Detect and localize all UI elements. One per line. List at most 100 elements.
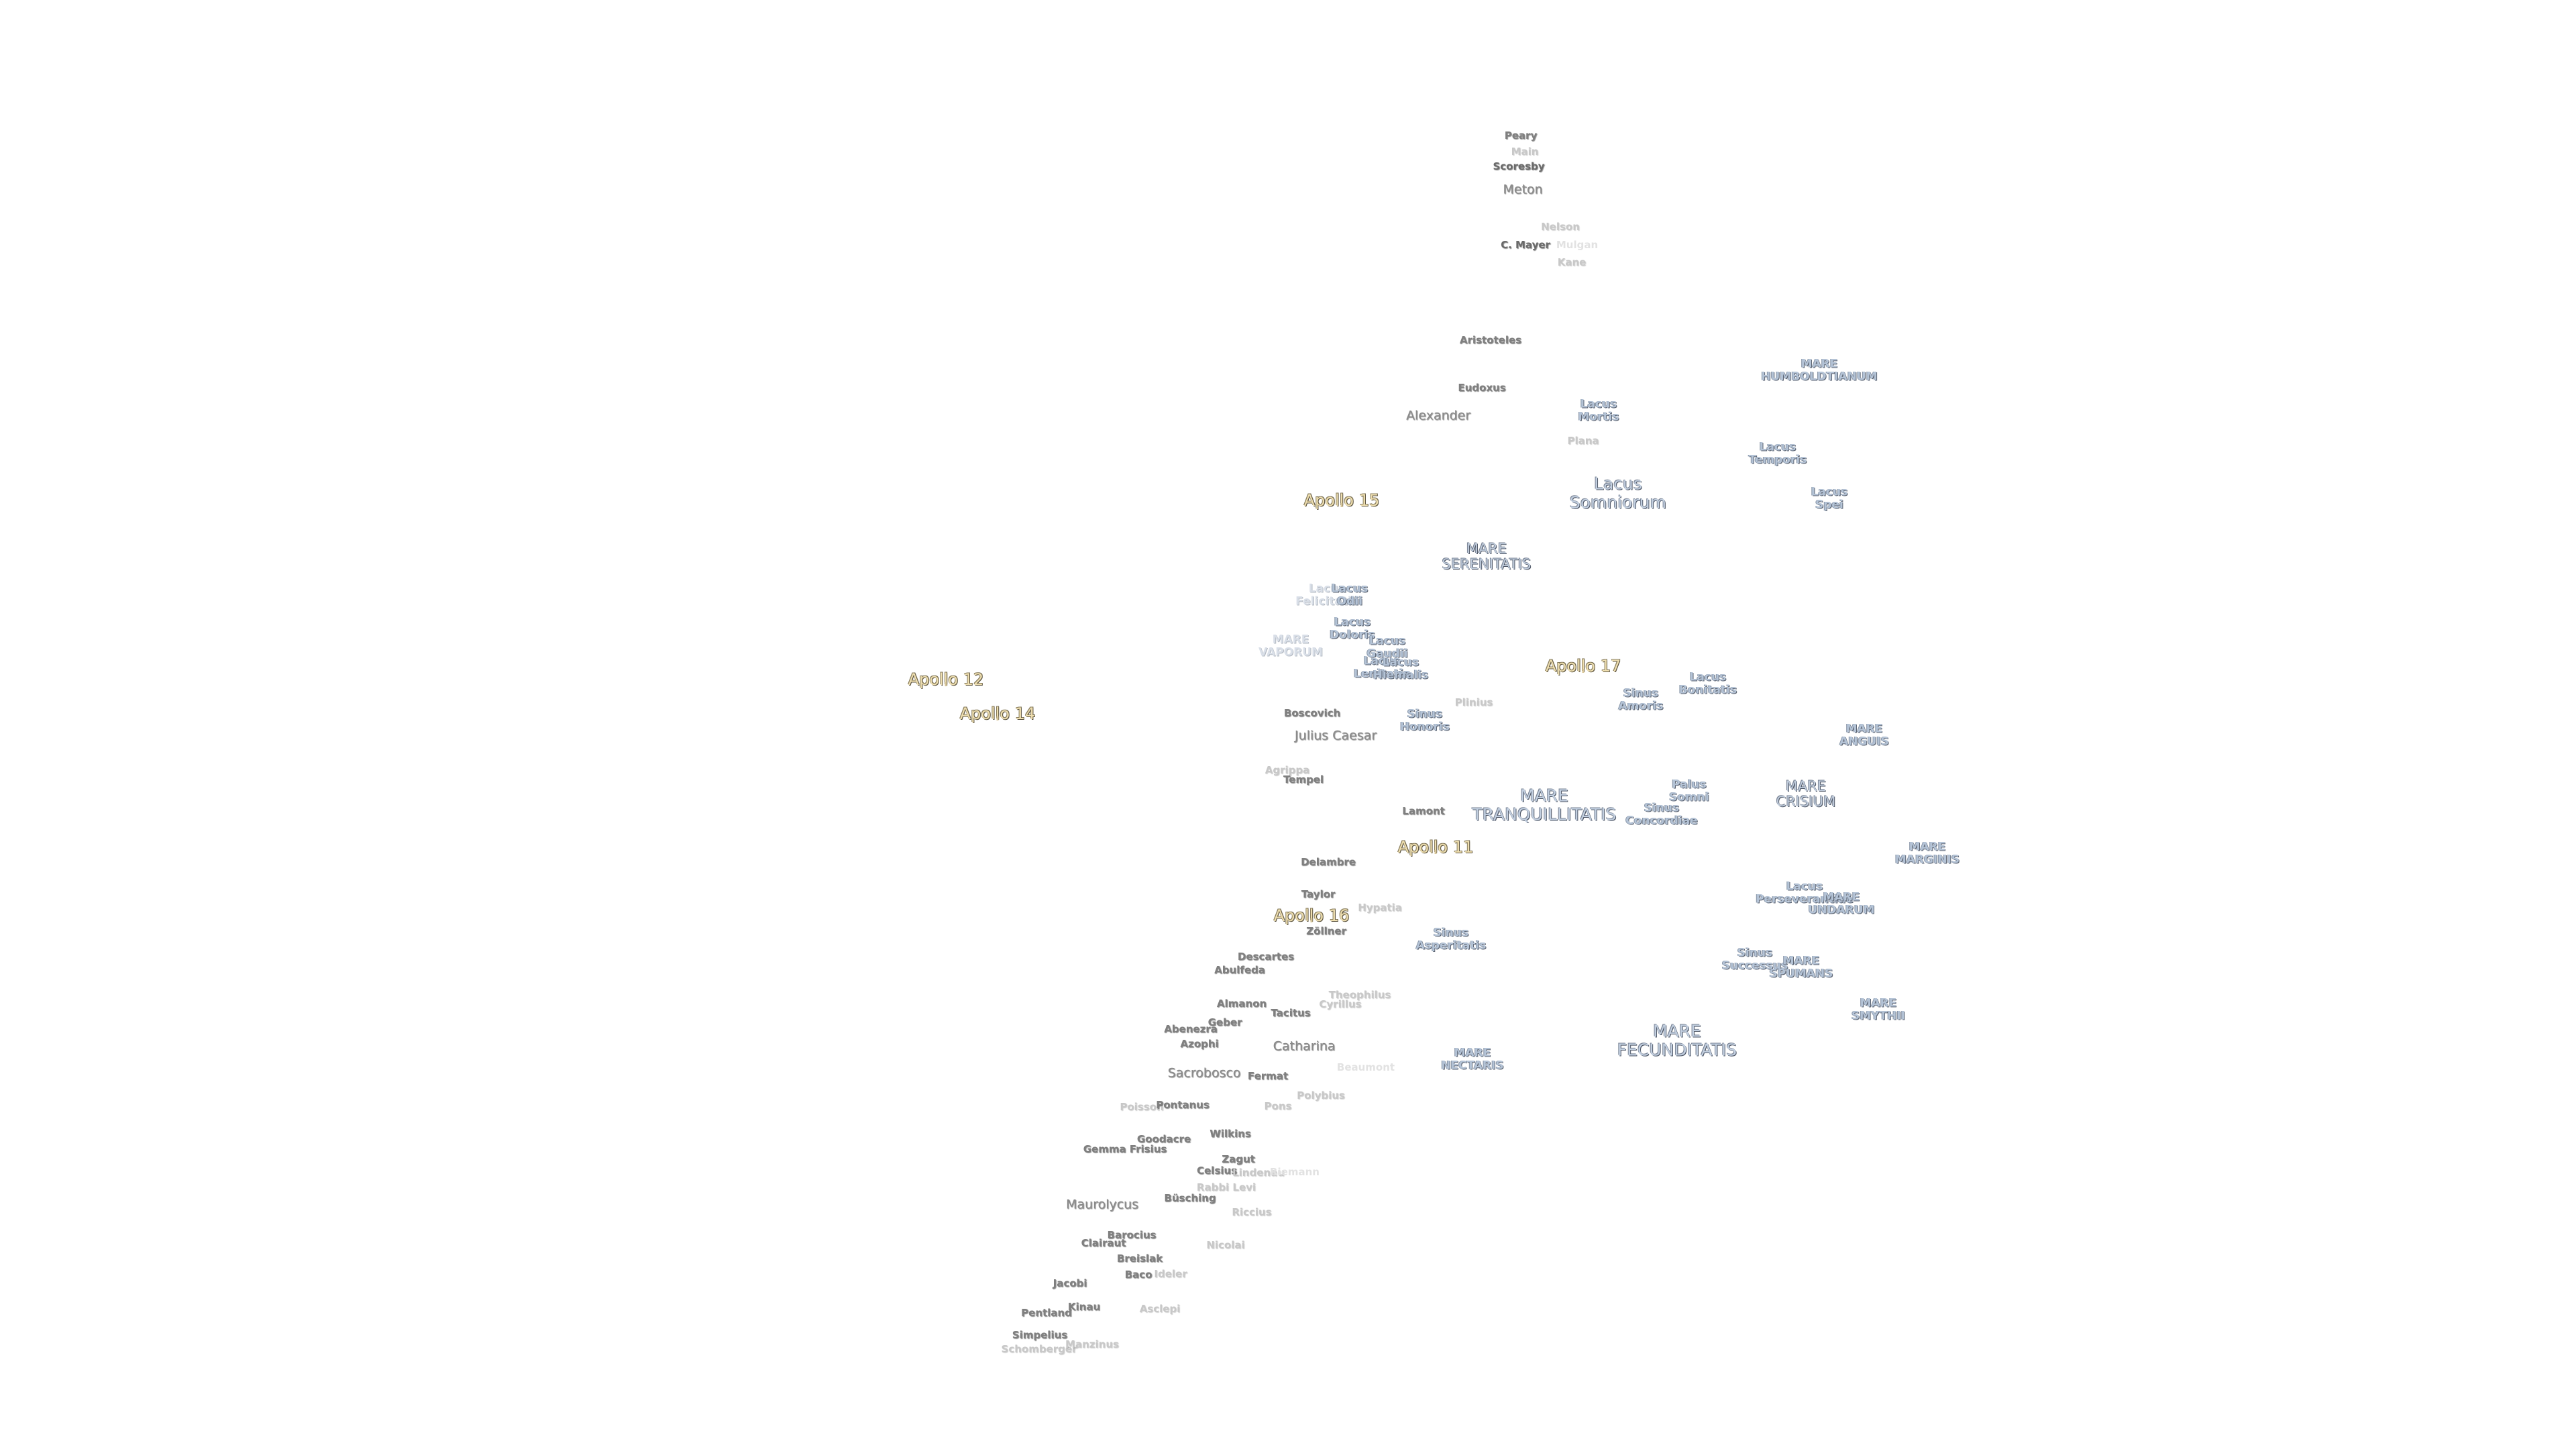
crater-label-manzinus: Manzinus bbox=[1065, 1338, 1119, 1350]
mare-label-mare-fecunditatis: MARE FECUNDITATIS bbox=[1617, 1021, 1737, 1059]
landing-site-marker bbox=[1434, 850, 1437, 854]
crater-label-agrippa: Agrippa bbox=[1265, 763, 1310, 776]
crater-label-rabbi-levi: Rabbi Levi bbox=[1196, 1181, 1256, 1193]
mare-label-lacus-mortis: Lacus Mortis bbox=[1578, 397, 1619, 423]
crater-label-julius-caesar: Julius Caesar bbox=[1294, 728, 1377, 743]
landing-site-marker bbox=[945, 682, 947, 686]
crater-label-taylor: Taylor bbox=[1301, 888, 1336, 900]
mare-label-mare-serenitatis: MARE SERENITATIS bbox=[1442, 540, 1532, 572]
mare-label-mare-spumans: MARE SPUMANS bbox=[1769, 954, 1833, 980]
crater-label-asclepi: Asclepi bbox=[1139, 1302, 1181, 1315]
crater-label-hypatia: Hypatia bbox=[1358, 901, 1402, 914]
crater-label-catharina: Catharina bbox=[1273, 1038, 1336, 1054]
crater-label-eudoxus: Eudoxus bbox=[1458, 381, 1506, 394]
mare-label-mare-crisium: MARE CRISIUM bbox=[1776, 777, 1836, 810]
crater-label-kane: Kane bbox=[1557, 256, 1587, 268]
crater-label-fermat: Fermat bbox=[1247, 1069, 1289, 1082]
apollo-label-apollo-12: Apollo 12 bbox=[908, 669, 984, 689]
mare-label-lacus-felicitatis: Lacus Felicitatis bbox=[1295, 582, 1358, 608]
crater-label-gemma-frisius: Gemma Frisius bbox=[1083, 1142, 1167, 1155]
crater-label-tacitus: Tacitus bbox=[1271, 1006, 1311, 1019]
crater-label-cyrillus: Cyrillus bbox=[1319, 998, 1362, 1010]
apollo-label-apollo-14: Apollo 14 bbox=[959, 704, 1036, 723]
crater-label-nicolai: Nicolai bbox=[1206, 1238, 1245, 1251]
crater-label-simpelius: Simpelius bbox=[1012, 1328, 1068, 1341]
crater-label-jacobi: Jacobi bbox=[1053, 1277, 1087, 1289]
mare-label-lacus-gaudii: Lacus Gaudii bbox=[1366, 634, 1408, 660]
mare-label-sinus-honoris: Sinus Honoris bbox=[1399, 707, 1450, 733]
mare-label-mare-undarum: MARE UNDARUM bbox=[1808, 890, 1875, 916]
crater-label-pentland: Pentland bbox=[1021, 1306, 1072, 1319]
mare-label-mare-nectaris: MARE NECTARIS bbox=[1441, 1046, 1504, 1072]
crater-label-plana: Plana bbox=[1567, 434, 1599, 447]
mare-label-lacus-lenitatis: Lacus Lenitatis bbox=[1354, 654, 1410, 680]
mare-label-mare-marginis: MARE MARGINIS bbox=[1894, 840, 1960, 866]
mare-label-sinus-amoris: Sinus Amoris bbox=[1618, 686, 1664, 712]
crater-label-breislak: Breislak bbox=[1116, 1252, 1163, 1265]
mare-label-mare-smythii: MARE SMYTHII bbox=[1851, 996, 1905, 1022]
crater-label-abulfeda: Abulfeda bbox=[1214, 963, 1265, 976]
crater-label-poisson: Poisson bbox=[1120, 1100, 1164, 1113]
crater-label-mulgan: Mulgan bbox=[1556, 238, 1599, 251]
crater-label-meton: Meton bbox=[1503, 182, 1543, 197]
crater-label-barocius: Barocius bbox=[1107, 1228, 1157, 1241]
crater-label-polybius: Polybius bbox=[1297, 1089, 1345, 1102]
mare-label-mare-anguis: MARE ANGUIS bbox=[1839, 722, 1889, 748]
landing-site-marker bbox=[996, 716, 999, 720]
crater-label-baco: Baco bbox=[1124, 1268, 1152, 1281]
crater-label-c-mayer: C. Mayer bbox=[1501, 238, 1550, 251]
crater-label-z-llner: Zöllner bbox=[1306, 924, 1346, 937]
mare-label-lacus-somniorum: Lacus Somniorum bbox=[1569, 474, 1667, 512]
crater-label-boscovich: Boscovich bbox=[1283, 706, 1341, 719]
mare-label-lacus-temporis: Lacus Temporis bbox=[1748, 440, 1807, 466]
crater-label-plinius: Plinius bbox=[1454, 696, 1493, 708]
crater-label-tempel: Tempel bbox=[1283, 773, 1324, 786]
landing-site-marker bbox=[1340, 503, 1343, 507]
crater-label-zagut: Zagut bbox=[1222, 1152, 1255, 1165]
crater-label-pontanus: Pontanus bbox=[1156, 1098, 1210, 1111]
crater-label-riccius: Riccius bbox=[1232, 1205, 1272, 1218]
landing-site-marker bbox=[1582, 669, 1585, 673]
mare-label-mare-humboldtianum: MARE HUMBOLDTIANUM bbox=[1761, 357, 1878, 383]
crater-label-schomberger: Schomberger bbox=[1001, 1342, 1077, 1355]
mare-label-lacus-bonitatis: Lacus Bonitatis bbox=[1678, 670, 1737, 696]
crater-label-clairaut: Clairaut bbox=[1081, 1236, 1126, 1249]
mare-label-lacus-perseverantiae: Lacus Perseverantiae bbox=[1756, 879, 1854, 906]
mare-label-palus-somni: Palus Somni bbox=[1669, 777, 1709, 804]
mare-label-mare-vaporum: MARE VAPORUM bbox=[1258, 633, 1323, 659]
mare-label-sinus-concordiae: Sinus Concordiae bbox=[1625, 801, 1698, 827]
apollo-label-apollo-17: Apollo 17 bbox=[1545, 656, 1621, 676]
crater-label-aristoteles: Aristoteles bbox=[1459, 333, 1522, 346]
crater-label-alexander: Alexander bbox=[1405, 408, 1471, 423]
crater-label-maurolycus: Maurolycus bbox=[1065, 1197, 1139, 1212]
crater-label-nelson: Nelson bbox=[1541, 220, 1580, 233]
mare-label-sinus-successus: Sinus Successus bbox=[1721, 946, 1788, 972]
crater-label-kinau: Kinau bbox=[1067, 1300, 1101, 1313]
crater-label-riemann: Riemann bbox=[1270, 1165, 1320, 1178]
landing-site-marker bbox=[1310, 918, 1313, 922]
crater-label-ideler: Ideler bbox=[1154, 1267, 1187, 1280]
apollo-label-apollo-15: Apollo 15 bbox=[1303, 490, 1380, 510]
mare-label-lacus-spei: Lacus Spei bbox=[1811, 485, 1848, 511]
crater-label-sacrobosco: Sacrobosco bbox=[1167, 1065, 1241, 1081]
crater-label-b-sching: Büsching bbox=[1164, 1191, 1216, 1204]
apollo-label-apollo-11: Apollo 11 bbox=[1397, 837, 1474, 857]
apollo-label-apollo-16: Apollo 16 bbox=[1273, 906, 1350, 925]
crater-label-lindenau: Lindenau bbox=[1232, 1166, 1285, 1179]
crater-label-descartes: Descartes bbox=[1237, 950, 1295, 963]
crater-label-geber: Geber bbox=[1208, 1016, 1242, 1028]
crater-label-abenezra: Abenezra bbox=[1164, 1022, 1218, 1035]
crater-label-scoresby: Scoresby bbox=[1493, 160, 1545, 172]
crater-label-lamont: Lamont bbox=[1402, 804, 1445, 817]
crater-label-wilkins: Wilkins bbox=[1210, 1127, 1251, 1140]
mare-label-lacus-hiemalis: Lacus Hiemalis bbox=[1373, 655, 1429, 682]
crater-label-azophi: Azophi bbox=[1180, 1037, 1219, 1050]
crater-label-theophilus: Theophilus bbox=[1328, 988, 1391, 1001]
crater-label-pons: Pons bbox=[1264, 1099, 1292, 1112]
crater-label-beaumont: Beaumont bbox=[1336, 1061, 1395, 1073]
mare-label-sinus-asperitatis: Sinus Asperitatis bbox=[1415, 926, 1487, 952]
mare-label-lacus-doloris: Lacus Doloris bbox=[1330, 615, 1375, 641]
crater-label-peary: Peary bbox=[1504, 129, 1538, 142]
mare-label-mare-tranquillitatis: MARE TRANQUILLITATIS bbox=[1472, 786, 1617, 824]
